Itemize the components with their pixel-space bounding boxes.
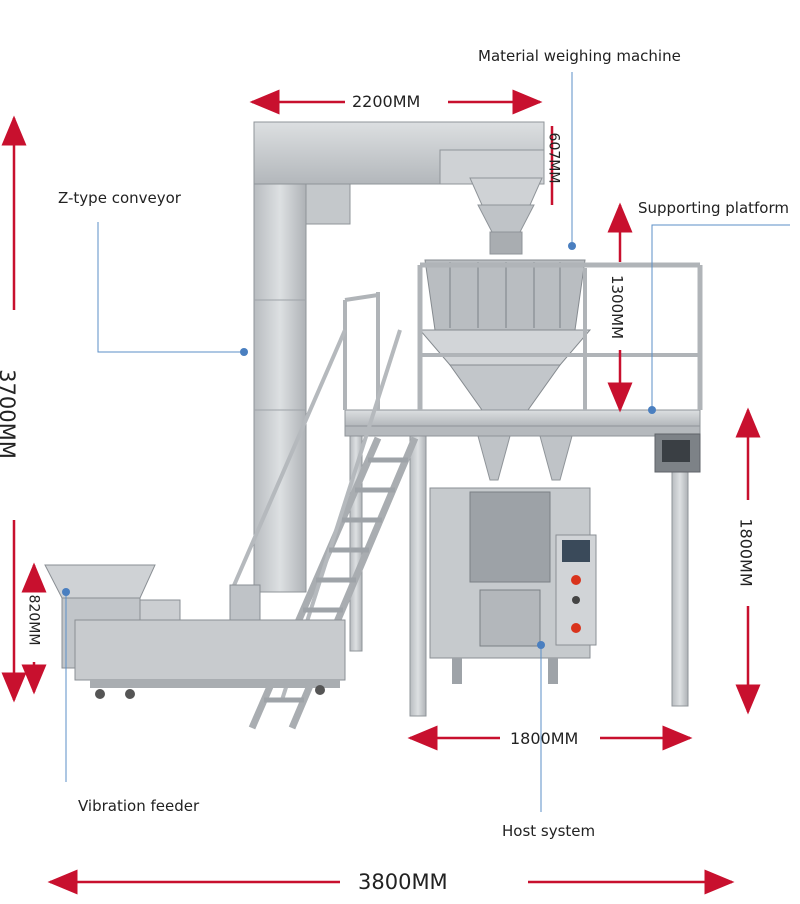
dim-platform-height: 1800MM <box>736 518 756 587</box>
leader-lines <box>65 72 790 812</box>
host-machine <box>429 487 597 684</box>
dimension-arrows <box>1 89 761 895</box>
leader-dots <box>62 242 656 649</box>
dim-feeder-height: 820MM <box>25 594 42 646</box>
support-platform <box>343 262 703 717</box>
dim-top-width: 2200MM <box>352 92 421 111</box>
vibration-feeder <box>44 564 346 699</box>
z-conveyor <box>253 121 545 593</box>
weighing-head <box>418 177 592 411</box>
dim-overall-height: 3700MM <box>0 369 19 459</box>
label-supporting-platform: Supporting platform <box>638 199 789 217</box>
dim-rail-height: 1300MM <box>608 274 627 340</box>
label-host-system: Host system <box>502 822 596 840</box>
label-vibration-feeder: Vibration feeder <box>78 797 200 815</box>
label-weighing-machine: Material weighing machine <box>478 47 681 65</box>
dim-platform-width: 1800MM <box>510 729 579 748</box>
label-z-conveyor: Z-type conveyor <box>58 189 181 207</box>
dim-overall-width: 3800MM <box>358 870 448 894</box>
dim-head-height: 607MM <box>545 132 562 184</box>
